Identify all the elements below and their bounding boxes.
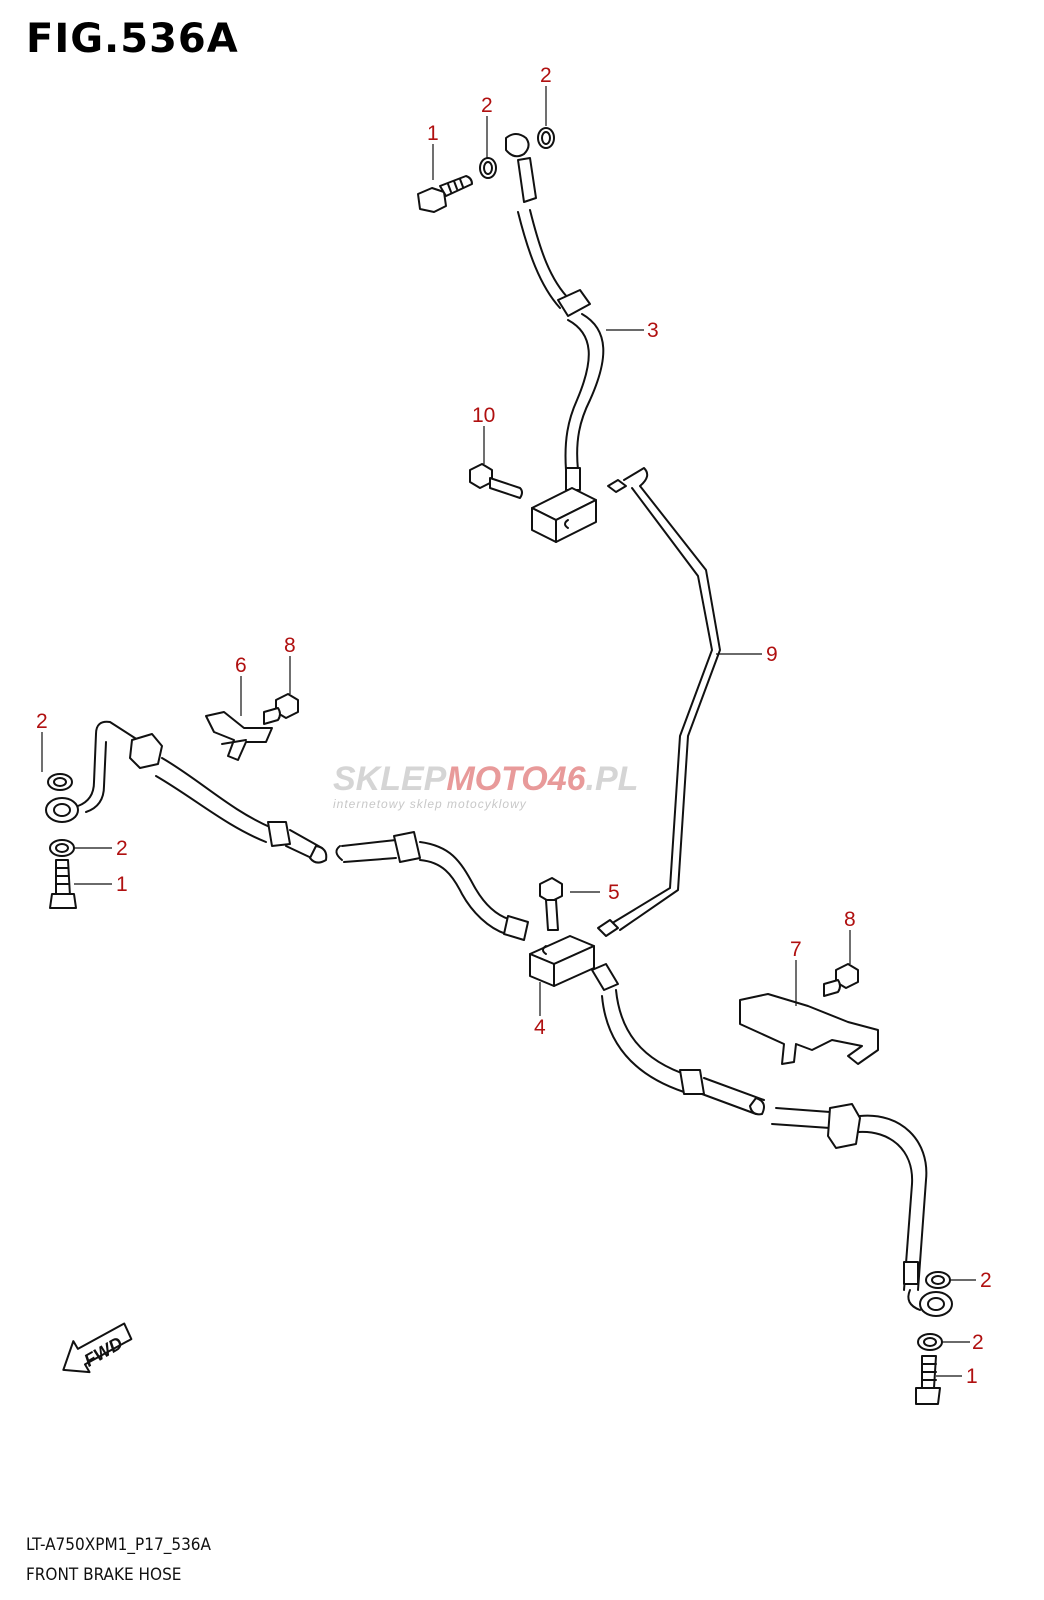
lower-brake-hose-right (591, 963, 928, 1291)
model-code: LT-A750XPM1_P17_536A (26, 1535, 211, 1555)
callout-1-left: 1 (116, 873, 128, 896)
callout-6: 6 (235, 654, 247, 677)
watermark-tagline: internetowy sklep motocyklowy (333, 797, 527, 811)
watermark-brand-gray: SKLEP (333, 760, 447, 798)
left-washer-top (47, 773, 73, 791)
fwd-arrow: FWD (62, 1322, 133, 1374)
callout-2-right-top: 2 (980, 1269, 992, 1292)
upper-junction-block (531, 487, 597, 543)
top-washer-right (537, 127, 555, 149)
watermark-brand-tail: .PL (586, 760, 639, 798)
right-washer-top (925, 1271, 951, 1289)
lower-junction-block (529, 935, 595, 987)
clamp-7 (739, 993, 879, 1065)
watermark-brand-red: MOTO46 (446, 760, 586, 798)
clamp-6 (205, 711, 273, 761)
callout-2-left-top: 2 (36, 710, 48, 733)
bolt-8-upper (263, 693, 299, 725)
top-washer-left (479, 157, 497, 179)
upper-brake-hose (505, 133, 605, 491)
leader-lines (41, 86, 976, 1377)
bolt-5 (539, 877, 563, 931)
figure-title: FIG.536A (26, 16, 239, 62)
callout-3: 3 (647, 319, 659, 342)
bolt-8-lower (823, 963, 859, 997)
callout-8-upper: 8 (284, 634, 296, 657)
callout-labels: 1 2 2 3 10 9 6 8 2 2 1 5 4 7 8 2 2 1 (36, 64, 992, 1388)
callout-1-top: 1 (427, 122, 439, 145)
callout-10: 10 (472, 404, 495, 427)
callout-2-left-bottom: 2 (116, 837, 128, 860)
bolt-10 (469, 463, 523, 499)
left-union-bolt (49, 859, 77, 909)
svg-text:SKLEPMOTO46.PL: SKLEPMOTO46.PL (333, 760, 638, 798)
left-washer-bottom (49, 839, 75, 857)
callout-2-top-right: 2 (540, 64, 552, 87)
callout-8-lower: 8 (844, 908, 856, 931)
callout-7: 7 (790, 938, 802, 961)
callout-5: 5 (608, 881, 620, 904)
top-union-bolt (417, 175, 473, 213)
callout-1-right: 1 (966, 1365, 978, 1388)
left-banjo (45, 797, 79, 823)
callout-2-right-bottom: 2 (972, 1331, 984, 1354)
callout-4: 4 (534, 1016, 546, 1039)
right-banjo (907, 1289, 953, 1317)
right-washer-bottom (917, 1333, 943, 1351)
lower-brake-hose-left (77, 720, 529, 941)
brake-pipe (597, 467, 721, 937)
right-union-bolt (915, 1355, 941, 1405)
callout-2-top-left: 2 (481, 94, 493, 117)
watermark: SKLEPMOTO46.PL internetowy sklep motocyk… (333, 760, 638, 811)
callout-9: 9 (766, 643, 778, 666)
figure-caption: FRONT BRAKE HOSE (26, 1565, 182, 1585)
